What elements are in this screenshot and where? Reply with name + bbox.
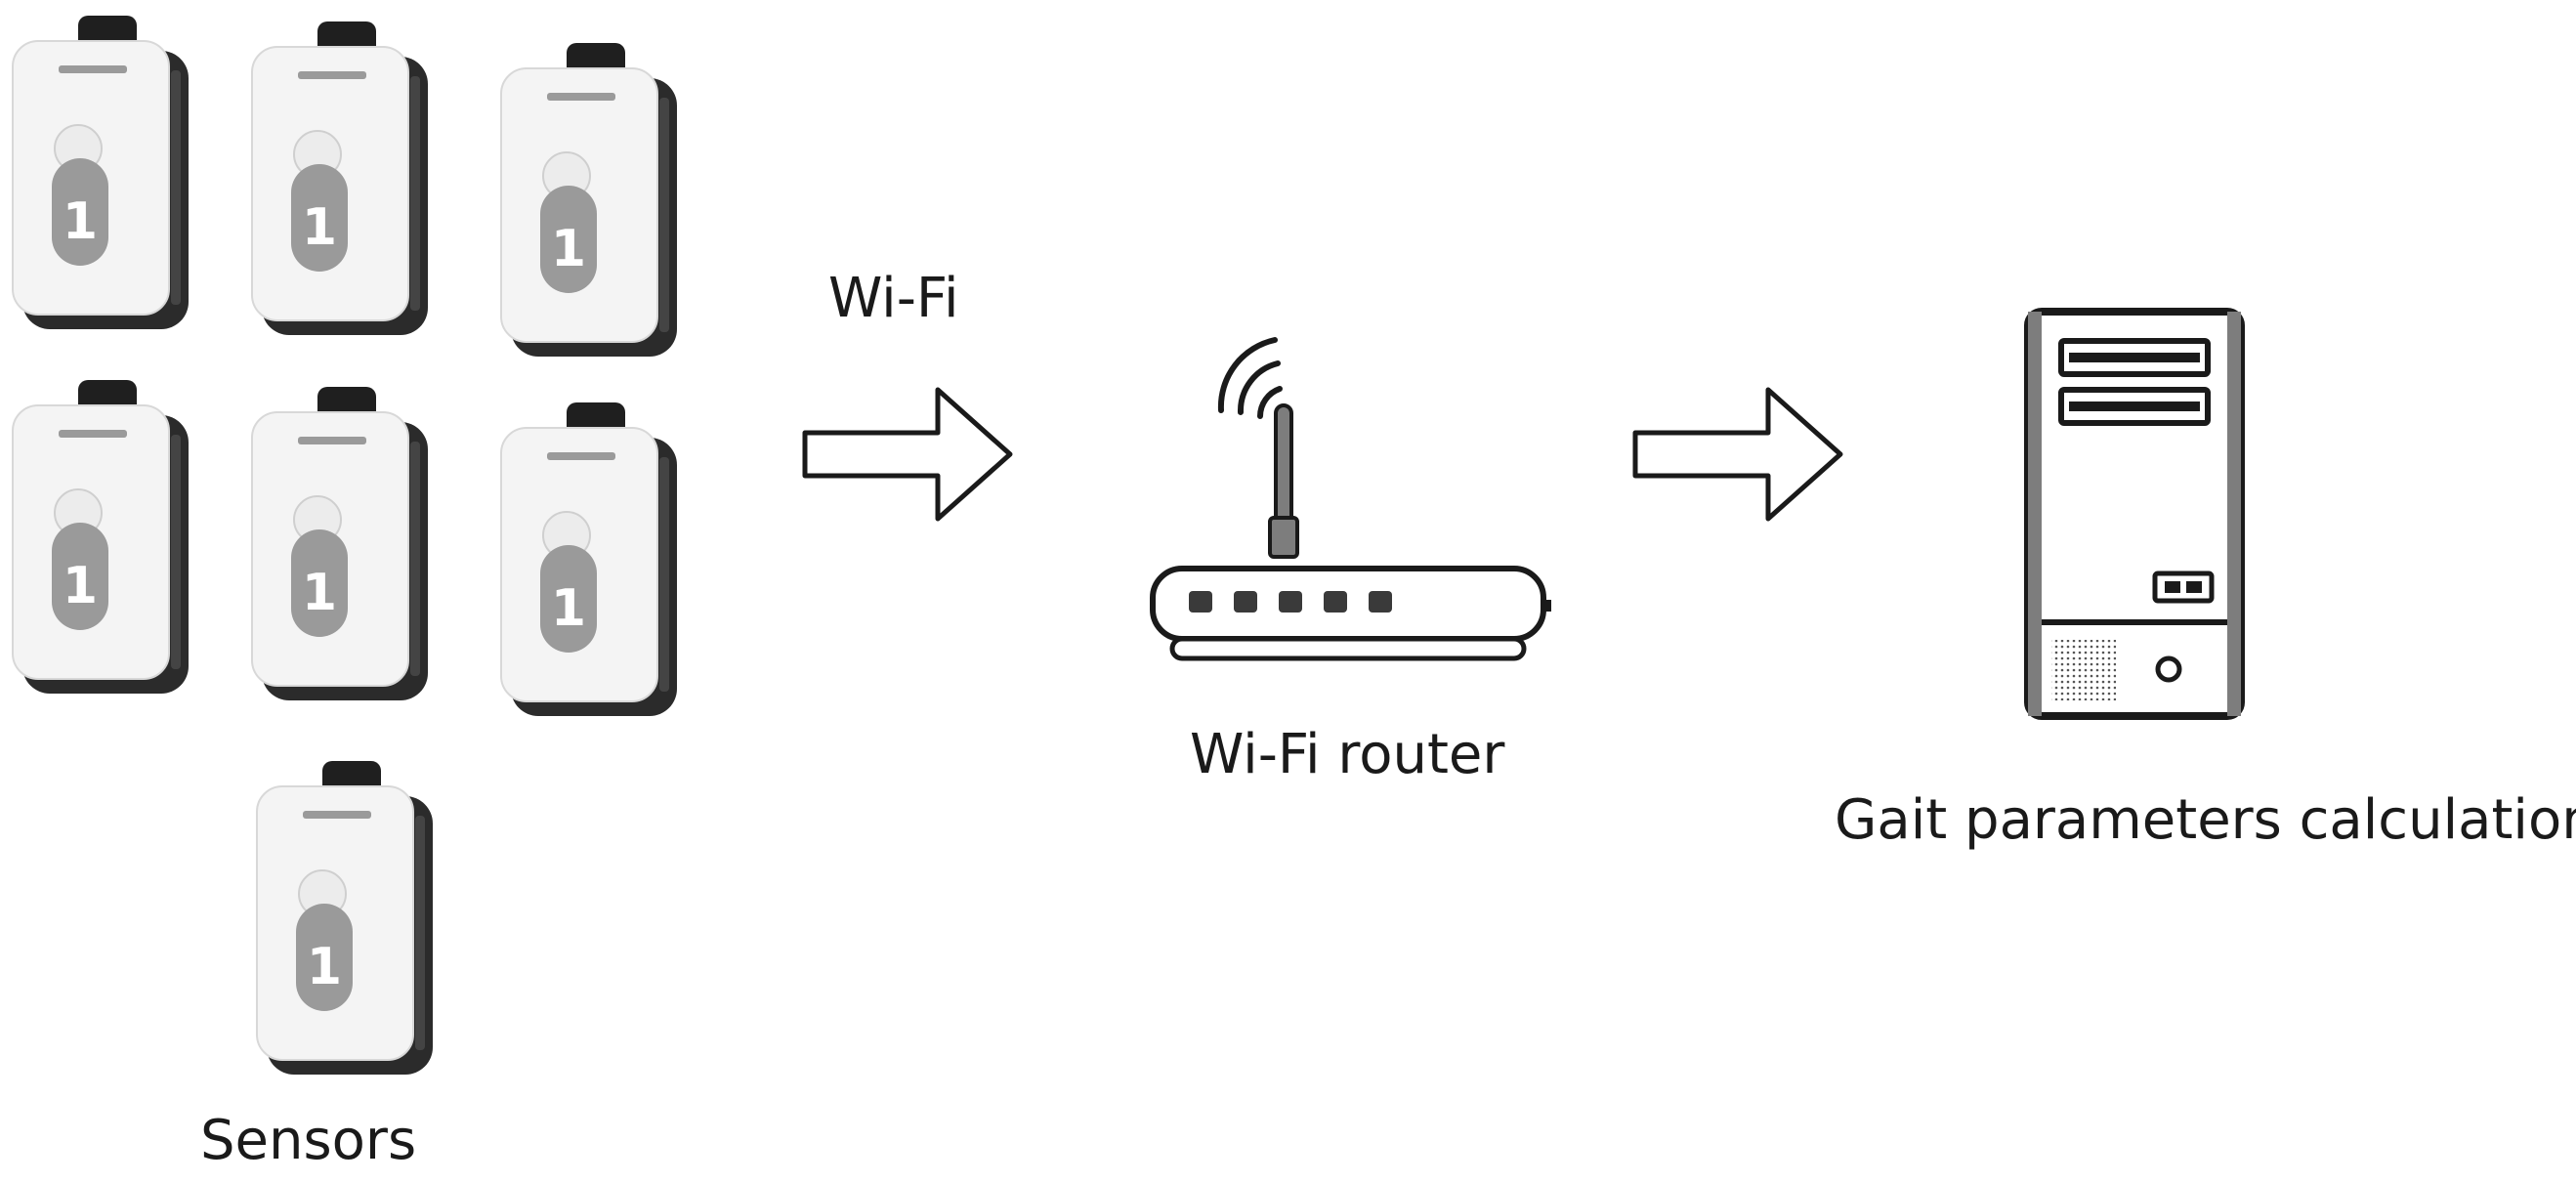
wearable-sensor-icon: 1 [493,39,689,361]
sensor-badge-number: 1 [302,198,337,257]
sensor-badge-number: 1 [307,938,342,996]
arrow-right-icon [801,386,1016,523]
wearable-sensor-icon: 1 [244,18,440,340]
wearable-sensor-icon: 1 [244,383,440,705]
sensor-badge-number: 1 [63,192,98,251]
sensor-badge-number: 1 [63,557,98,615]
sensor-badge-number: 1 [551,579,586,638]
wearable-sensor-icon: 1 [249,757,444,1079]
wearable-sensor-icon: 1 [493,399,689,721]
desktop-tower-icon [2012,298,2257,728]
sensor-badge-number: 1 [302,564,337,622]
wifi-router-icon [1114,313,1583,674]
wearable-sensor-icon: 1 [5,12,200,334]
sensors-label: Sensors [200,1109,417,1172]
arrow-right-icon [1631,386,1846,523]
wifi-link-label: Wi-Fi [828,267,959,330]
wearable-sensor-icon: 1 [5,376,200,698]
sensor-badge-number: 1 [551,220,586,278]
router-label: Wi-Fi router [1190,723,1505,786]
computer-label: Gait parameters calculation [1835,788,2576,852]
